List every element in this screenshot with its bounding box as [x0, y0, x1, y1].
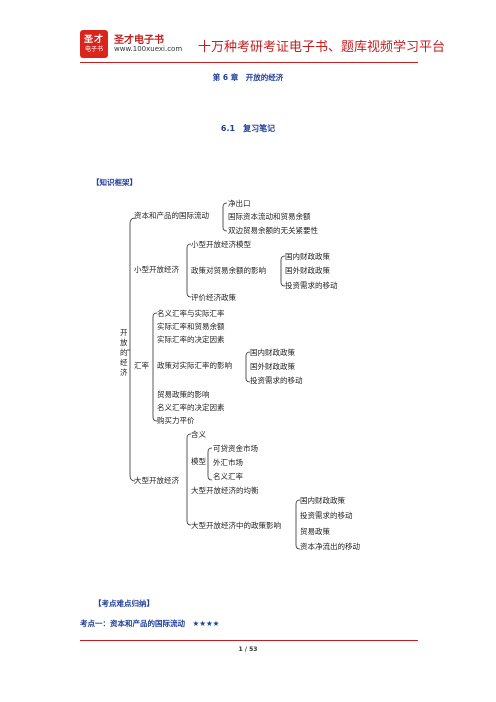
- footer-divider: [80, 640, 418, 641]
- tree-node-l3: 国内财政政策: [300, 495, 345, 505]
- logo: 圣才 电子书: [80, 30, 108, 58]
- tree-node-l2: 小型开放经济模型: [191, 239, 251, 249]
- brand-url[interactable]: www.100xuexi.com: [114, 45, 183, 53]
- tree-root-char: 开: [120, 328, 128, 337]
- tree-node-l2: 实际汇率和贸易余额: [157, 321, 225, 331]
- tree-node-l3: 国内财政政策: [250, 347, 295, 357]
- tree-node-l1: 汇率: [134, 360, 149, 370]
- key-point-title: 考点一：资本和产品的国际流动 ★★★★: [80, 619, 220, 628]
- header-slogan: 十万种考研考证电子书、题库视频学习平台: [198, 40, 446, 55]
- tree-node-l2: 大型开放经济的均衡: [191, 485, 259, 495]
- tree-node-l2: 含义: [191, 429, 206, 439]
- tree-node-l3: 投资需求的移动: [300, 510, 353, 520]
- tree-node-l2: 名义汇率与实际汇率: [157, 308, 225, 318]
- tree-node-l3: 国外财政政策: [285, 265, 330, 275]
- tree-brace: [207, 447, 213, 481]
- tree-node-l2: 政策对贸易余额的影响: [191, 265, 266, 275]
- tree-node-l3: 外汇市场: [213, 457, 243, 467]
- logo-text-bottom: 电子书: [84, 45, 103, 53]
- tree-root-char: 济: [120, 367, 128, 377]
- tree-brace: [186, 433, 192, 526]
- tree-brace: [280, 255, 286, 287]
- knowledge-frame-heading: 【知识框架】: [92, 178, 137, 187]
- tree-node-l3: 国外财政政策: [250, 361, 295, 371]
- tree-node-l2: 政策对实际汇率的影响: [157, 360, 232, 370]
- tree-node-l3: 资本净流出的移动: [300, 541, 360, 551]
- brand-name: 圣才电子书: [114, 35, 164, 46]
- tree-node-l2: 名义汇率的决定因素: [157, 402, 225, 412]
- tree-node-l1: 资本和产品的国际流动: [134, 210, 209, 220]
- tree-root-char: 放: [120, 337, 128, 347]
- page-number: 1 / 53: [238, 646, 258, 653]
- tree-brace: [295, 499, 301, 550]
- tree-node-l3: 投资需求的移动: [285, 280, 338, 290]
- tree-node-l3: 国内财政政策: [285, 251, 330, 261]
- tree-node-l2: 贸易政策的影响: [157, 389, 210, 399]
- section-title: 6.1 复习笔记: [220, 124, 276, 133]
- tree-node-l1: 小型开放经济: [134, 264, 179, 274]
- key-points-heading: 【考点难点归纳】: [94, 599, 154, 608]
- tree-node-l2: 净出口: [228, 198, 251, 208]
- tree-node-l2: 购买力平价: [157, 415, 195, 425]
- tree-node-l1: 大型开放经济: [134, 475, 179, 485]
- header-divider: [80, 62, 418, 63]
- tree-brace: [245, 351, 251, 383]
- tree-brace: [152, 312, 158, 422]
- tree-node-l2: 国际资本流动和贸易余额: [228, 211, 311, 221]
- tree-node-l3: 名义汇率: [213, 471, 243, 481]
- logo-text-top: 圣才: [83, 34, 104, 45]
- tree-brace-main: [129, 217, 136, 482]
- tree-node-l2: 模型: [191, 456, 206, 466]
- tree-node-l3: 贸易政策: [300, 526, 330, 536]
- tree-root-char: 的: [120, 347, 128, 357]
- tree-root-char: 经: [120, 357, 128, 367]
- tree-node-l2: 实际汇率的决定因素: [157, 334, 225, 344]
- tree-brace: [222, 202, 228, 232]
- tree-node-l2: 双边贸易余额的无关紧要性: [228, 225, 318, 235]
- tree-node-l3: 可贷资金市场: [213, 443, 258, 453]
- tree-brace: [186, 243, 192, 298]
- tree-node-l2: 评价经济政策: [191, 292, 236, 302]
- tree-node-l2: 大型开放经济中的政策影响: [191, 520, 281, 530]
- tree-node-l3: 投资需求的移动: [250, 375, 303, 385]
- chapter-title: 第 6 章 开放的经济: [212, 73, 284, 82]
